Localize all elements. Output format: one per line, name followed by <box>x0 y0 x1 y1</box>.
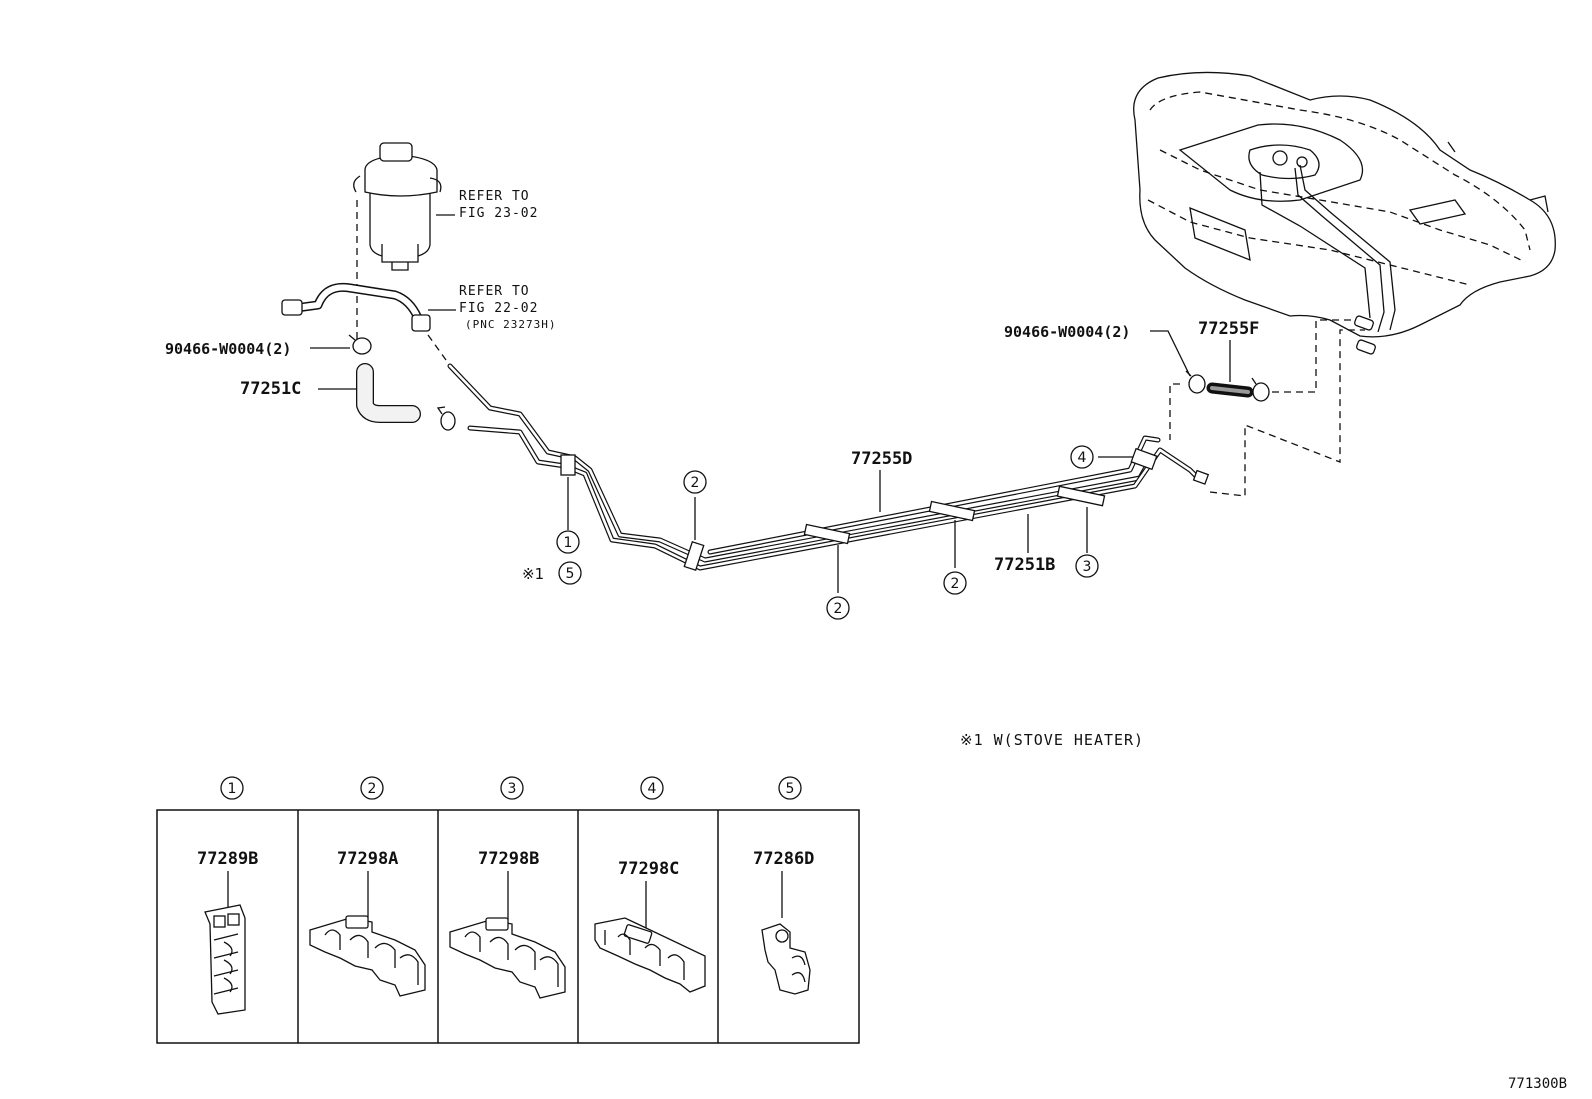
ref-fig-22-line1: REFER TO <box>459 284 530 299</box>
fuel-tube-bundle <box>447 363 1203 571</box>
clamp-position-4 <box>1098 447 1158 471</box>
svg-text:2: 2 <box>951 576 960 592</box>
ref-fig-22-line2: FIG 22-02 <box>459 301 538 316</box>
svg-text:5: 5 <box>566 566 575 582</box>
fuel-filter <box>353 142 442 271</box>
label-tube-77255d: 77255D <box>851 449 912 469</box>
clamp-right-b <box>1251 377 1270 402</box>
clamp-position-1 <box>560 454 576 530</box>
clamp-right-a <box>1185 370 1206 394</box>
clamp-position-2c <box>928 500 976 568</box>
svg-text:3: 3 <box>508 781 517 797</box>
legend-item-2: 2 77298A <box>309 776 426 997</box>
clamp-position-3 <box>1056 485 1106 553</box>
clamp-left <box>348 334 372 355</box>
tube-end-fitting <box>1192 469 1210 485</box>
legend-part-77298a: 77298A <box>337 849 398 869</box>
svg-text:5: 5 <box>786 781 795 797</box>
legend-part-77298b: 77298B <box>478 849 539 869</box>
svg-text:4: 4 <box>1078 450 1087 466</box>
clamp-left-2 <box>436 406 456 431</box>
filter-hose <box>281 282 431 332</box>
svg-text:2: 2 <box>368 781 377 797</box>
footnote-stove-heater: ※1 W(STOVE HEATER) <box>960 731 1144 749</box>
legend-item-5: 5 77286D <box>753 776 814 995</box>
callout-1: 1 <box>556 530 580 554</box>
note-mark: ※1 <box>522 565 544 583</box>
callout-2c: 2 <box>943 571 967 595</box>
svg-text:1: 1 <box>564 535 573 551</box>
fuel-tank <box>1133 71 1556 355</box>
svg-text:4: 4 <box>648 781 657 797</box>
callout-4: 4 <box>1070 445 1094 469</box>
clamp-position-2b <box>803 523 851 593</box>
hose-to-tube-leader <box>427 334 447 361</box>
legend-item-4: 4 77298C <box>594 776 706 993</box>
ref-fig-23-line1: REFER TO <box>459 189 530 204</box>
ref-fig-22-line3: (PNC 23273H) <box>465 318 556 331</box>
label-clamp-right: 90466-W0004(2) <box>1004 323 1130 341</box>
callout-3: 3 <box>1075 554 1099 578</box>
callout-2b: 2 <box>826 596 850 620</box>
clamp-right-leader <box>1150 330 1191 377</box>
svg-text:2: 2 <box>691 475 700 491</box>
legend-part-77289b: 77289B <box>197 849 258 869</box>
svg-text:1: 1 <box>228 781 237 797</box>
callout-5-note: ※1 5 <box>522 561 582 585</box>
legend-table: 1 77289B 2 77298A 3 77298B <box>156 776 860 1044</box>
svg-text:3: 3 <box>1083 559 1092 575</box>
ref-fig-23-line2: FIG 23-02 <box>459 206 538 221</box>
clamp-position-2a <box>683 497 705 572</box>
label-clamp-left: 90466-W0004(2) <box>165 340 291 358</box>
diagram-code: 771300B <box>1508 1076 1567 1092</box>
legend-item-1: 1 77289B <box>197 776 258 1015</box>
label-tube-77251b: 77251B <box>994 555 1055 575</box>
legend-part-77298c: 77298C <box>618 859 679 879</box>
tank-connection-leaders <box>1169 319 1365 497</box>
label-hose-77255f: 77255F <box>1198 319 1259 339</box>
legend-part-77286d: 77286D <box>753 849 814 869</box>
callout-2a: 2 <box>683 470 707 494</box>
svg-text:2: 2 <box>834 601 843 617</box>
legend-item-3: 3 77298B <box>449 776 566 999</box>
label-hose-77251c: 77251C <box>240 379 301 399</box>
